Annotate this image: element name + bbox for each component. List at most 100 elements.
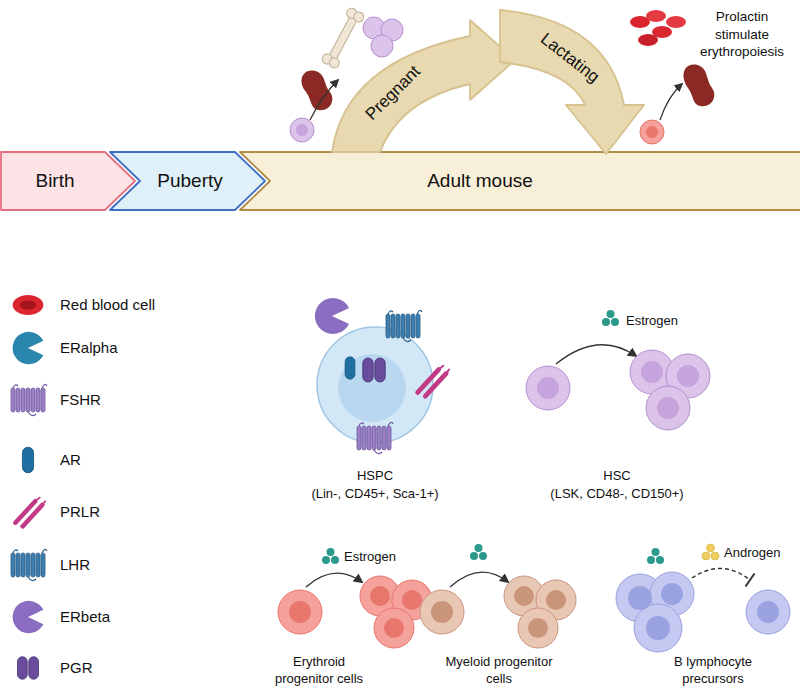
hsc-expansion-part-part (611, 318, 619, 326)
b-lymphocyte-inhibition (616, 544, 790, 652)
curved-arrow-shape (332, 20, 515, 152)
legend-icons-part (13, 295, 44, 315)
lactation-illustration-part (684, 65, 715, 107)
legend-label: PRLR (60, 503, 100, 520)
erythroid-expansion-part-part (331, 556, 339, 564)
erythroid-expansion-part (322, 548, 339, 564)
cell-name: HSC (517, 468, 717, 485)
legend-icons-part (18, 657, 39, 680)
legend-icons-part (13, 332, 44, 364)
legend-icons-part (11, 549, 47, 580)
myeloid-expansion-part (450, 572, 508, 587)
legend-icons-part (15, 498, 45, 527)
myeloid-expansion-part (518, 608, 558, 648)
erythroid-expansion (278, 548, 432, 648)
erythroid-expansion-part (370, 586, 390, 606)
lactation-illustration-part (660, 84, 682, 120)
legend-label: AR (60, 451, 81, 468)
curved-arrow: Lactating (495, 6, 650, 158)
erythroid-expansion-part (402, 590, 422, 610)
hspc-cell-part (317, 327, 433, 443)
b-lymphocyte-inhibition-part (702, 544, 719, 560)
b-lymphocyte-inhibition-part (692, 568, 750, 580)
lactation-illustration (630, 10, 714, 144)
b-lymphocyte-inhibition-part-part (707, 544, 715, 552)
hspc-cell-part (363, 358, 385, 382)
myeloid-expansion-part-part (470, 552, 478, 560)
legend-icons (11, 295, 47, 679)
myeloid-expansion-part (546, 590, 566, 610)
b-lymphocyte-inhibition-part (646, 616, 670, 640)
myeloid-expansion-part (420, 590, 464, 634)
hsc-expansion-part-part (607, 310, 615, 318)
hsc-expansion-part (602, 310, 619, 326)
pregnancy-illustration-part-part (328, 56, 342, 70)
pregnancy-illustration-part (320, 6, 365, 69)
b-lymphocyte-inhibition-part-part (702, 552, 710, 560)
erythroid-expansion-part-part (322, 556, 330, 564)
cell-name: Myeloid progenitor cells (442, 654, 556, 688)
pregnancy-illustration-part (371, 35, 393, 57)
cell-markers: (Lin-, CD45+, Sca-1+) (275, 486, 475, 503)
stage-label: Puberty (157, 170, 222, 192)
stage-band: Adult mouse (238, 150, 800, 212)
legend-icons-part (22, 447, 33, 473)
myeloid-expansion-part-part (475, 544, 483, 552)
hsc-expansion-part (641, 361, 663, 383)
hspc-cell-part (418, 366, 449, 396)
pregnancy-illustration-part (310, 80, 338, 120)
hspc-cell-part (386, 310, 422, 341)
erythroid-expansion-part (306, 573, 362, 587)
hspc-cell (315, 298, 449, 454)
lactation-illustration-part (646, 126, 658, 138)
b-lymphocyte-inhibition-part-part (711, 552, 719, 560)
pregnancy-illustration-part (290, 118, 314, 142)
stage-band-shape (240, 152, 800, 210)
myeloid-expansion (420, 544, 576, 648)
b-lymphocyte-inhibition-part (647, 548, 664, 564)
hsc-expansion-part (657, 397, 679, 419)
b-lymphocyte-inhibition-part (757, 601, 779, 623)
legend-label: ERalpha (60, 339, 118, 356)
stage-arrow-shape (1, 152, 135, 210)
legend-icons-part (13, 601, 44, 633)
legend-label: PGR (60, 659, 93, 676)
curved-arrow-outline (495, 6, 650, 158)
hormone-label: Androgen (724, 545, 796, 562)
b-lymphocyte-inhibition-part (746, 590, 790, 634)
hsc-expansion-part (646, 386, 690, 430)
stage-label: Birth (35, 170, 74, 192)
stage-label: Adult mouse (427, 170, 533, 192)
cell-name: B lymphocyte precursors (656, 654, 770, 688)
myeloid-expansion-part (514, 586, 534, 606)
legend-label: Red blood cell (60, 296, 155, 313)
myeloid-expansion-part (431, 601, 453, 623)
erythroid-expansion-part (278, 590, 322, 634)
cell-name: Erythroid progenitor cells (262, 654, 376, 688)
hspc-cell-part (338, 354, 406, 422)
curved-arrow: Pregnant (330, 18, 520, 156)
myeloid-expansion-part-part (479, 552, 487, 560)
cell-name: HSPC (275, 468, 475, 485)
b-lymphocyte-inhibition-part-part (647, 556, 655, 564)
myeloid-expansion-part (528, 618, 548, 638)
hsc-expansion-part (526, 366, 570, 410)
hormone-label: Estrogen (344, 549, 424, 566)
pregnancy-illustration-part-part (352, 10, 366, 24)
b-lymphocyte-inhibition-part (746, 574, 755, 587)
hsc-expansion-part (556, 345, 636, 364)
legend-label: ERbeta (60, 608, 110, 625)
pregnancy-illustration-part-part (328, 14, 359, 62)
hsc-expansion (526, 310, 710, 430)
b-lymphocyte-inhibition-part-part (656, 556, 664, 564)
erythroid-expansion-part (289, 601, 311, 623)
cell-markers: (LSK, CD48-, CD150+) (517, 486, 717, 503)
hspc-cell-part (357, 422, 393, 453)
pregnancy-illustration-part (302, 71, 333, 111)
erythroid-expansion-part (374, 608, 414, 648)
pregnancy-illustration-part (296, 124, 308, 136)
hsc-expansion-part-part (602, 318, 610, 326)
lactation-illustration-part (638, 34, 658, 46)
hormone-label: Estrogen (626, 313, 706, 330)
